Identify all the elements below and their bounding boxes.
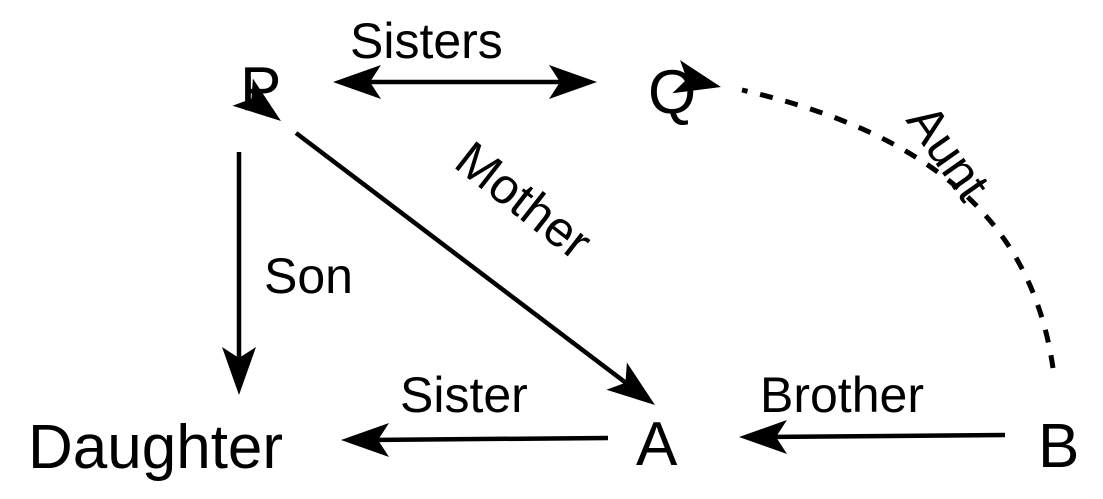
edge-brother-line — [759, 432, 1006, 440]
edge-aunt-curve — [741, 87, 1056, 369]
arrow-head-upleft-icon — [232, 78, 281, 121]
node-b: B — [1038, 412, 1079, 481]
edge-label-son: Son — [264, 248, 353, 304]
arrow-head-down-icon — [222, 347, 256, 395]
node-daughter: Daughter — [28, 413, 283, 482]
edge-label-mother: Mother — [445, 131, 602, 271]
arrow-head-left-icon — [333, 65, 381, 99]
arrow-head-left-icon — [341, 423, 389, 457]
edge-brother: Brother — [739, 367, 1006, 454]
edge-aunt: Aunt — [672, 60, 1056, 369]
node-p: P — [240, 55, 281, 124]
edge-sisters: Sisters — [333, 13, 597, 99]
node-a: A — [636, 410, 678, 479]
edge-son: Son — [222, 152, 353, 395]
arrow-head-right-icon — [549, 65, 597, 99]
edge-sister-line — [361, 435, 609, 443]
arrow-head-curve-icon — [672, 60, 721, 94]
arrow-head-left-icon — [739, 420, 787, 454]
edge-sister: Sister — [341, 367, 609, 457]
edge-label-brother: Brother — [760, 367, 924, 423]
edge-label-sisters: Sisters — [350, 13, 503, 69]
arrow-head-downright-icon — [606, 362, 655, 405]
edge-mother-line — [294, 131, 640, 394]
edge-label-sister: Sister — [400, 367, 528, 423]
node-q: Q — [648, 58, 696, 127]
